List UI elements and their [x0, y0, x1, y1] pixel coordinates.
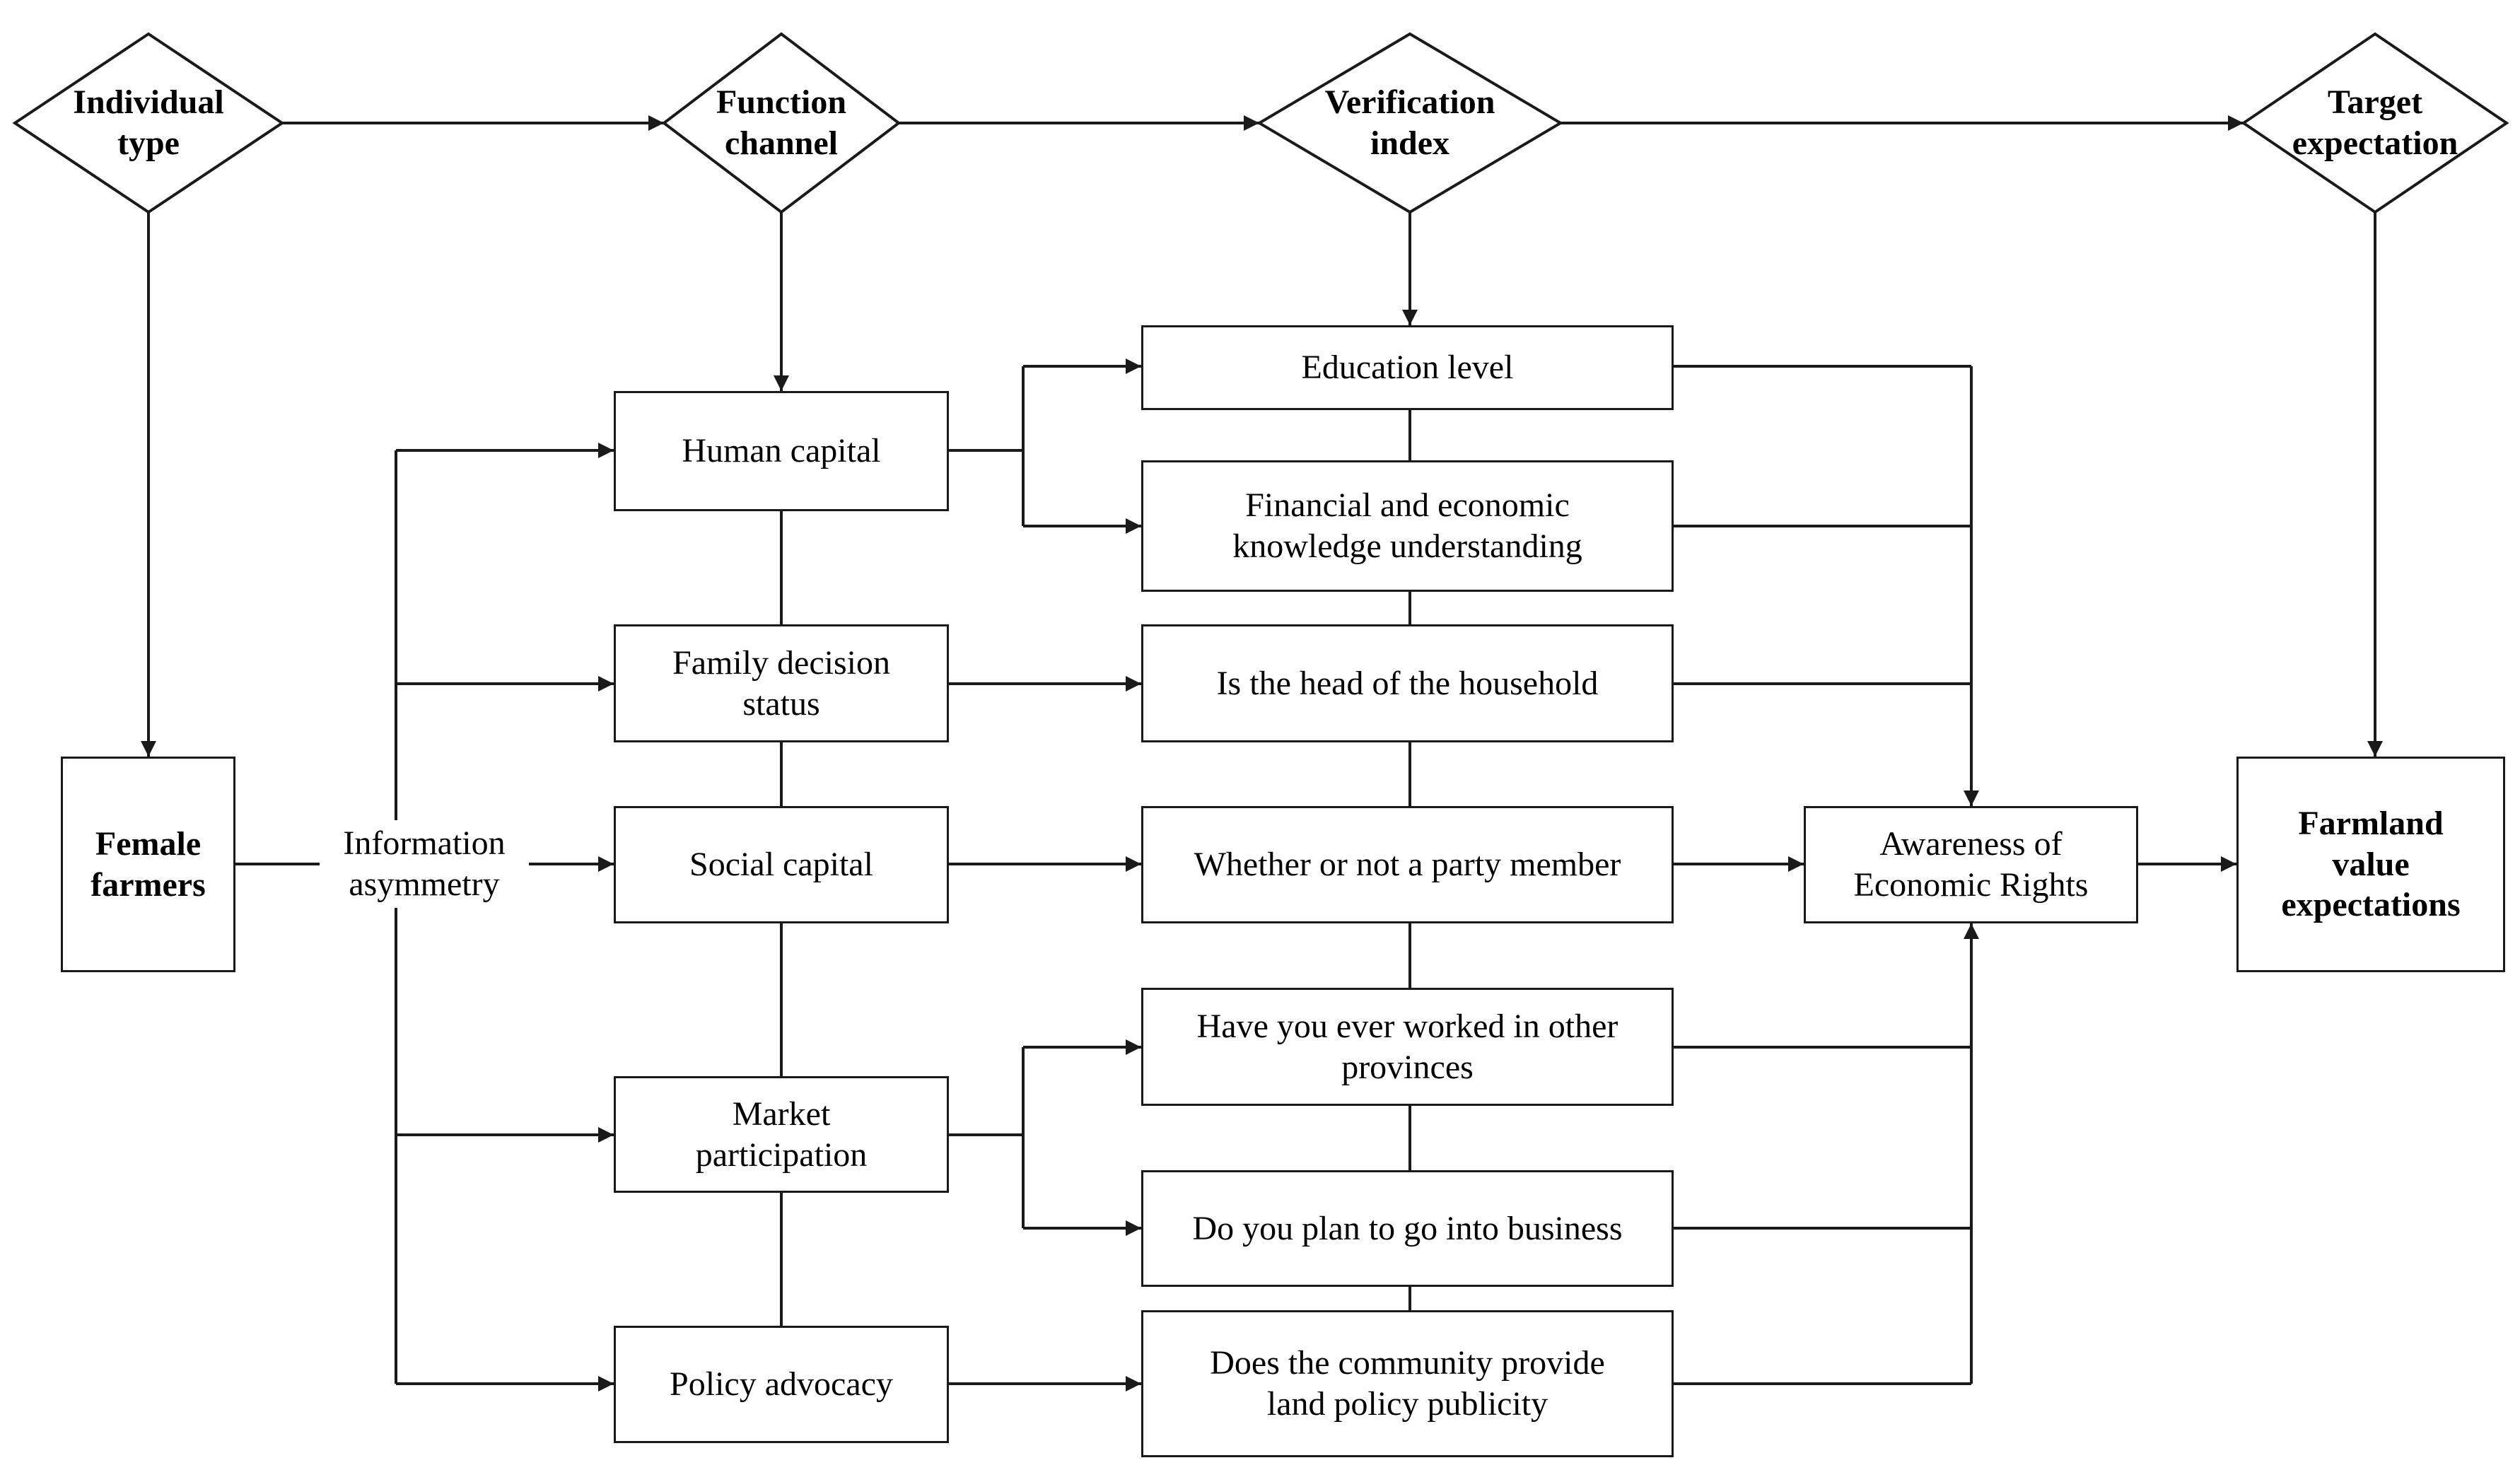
female-farmers-box: Female farmers: [61, 757, 235, 972]
verification-index-label: Verification index: [1324, 83, 1495, 162]
target-expectation-label: Target expectation: [2292, 83, 2458, 162]
worked-other-provinces-box: Have you ever worked in other provinces: [1141, 988, 1674, 1106]
function-channel-label: Function channel: [716, 83, 847, 162]
head-of-household-box: Is the head of the household: [1141, 624, 1674, 742]
financial-knowledge-box: Financial and economic knowledge underst…: [1141, 460, 1674, 592]
awareness-economic-rights-box: Awareness of Economic Rights: [1804, 806, 2138, 923]
market-participation-box: Market participation: [614, 1076, 949, 1193]
party-member-box: Whether or not a party member: [1141, 806, 1674, 923]
information-asymmetry-label: Information asymmetry: [320, 820, 529, 908]
human-capital-box: Human capital: [614, 391, 949, 511]
individual-type-label: Individual type: [73, 83, 224, 162]
social-capital-box: Social capital: [614, 806, 949, 923]
education-level-box: Education level: [1141, 325, 1674, 410]
family-decision-status-box: Family decision status: [614, 624, 949, 742]
plan-business-box: Do you plan to go into business: [1141, 1170, 1674, 1287]
farmland-value-expectations-box: Farmland value expectations: [2236, 757, 2505, 972]
land-policy-publicity-box: Does the community provide land policy p…: [1141, 1310, 1674, 1457]
policy-advocacy-box: Policy advocacy: [614, 1326, 949, 1443]
